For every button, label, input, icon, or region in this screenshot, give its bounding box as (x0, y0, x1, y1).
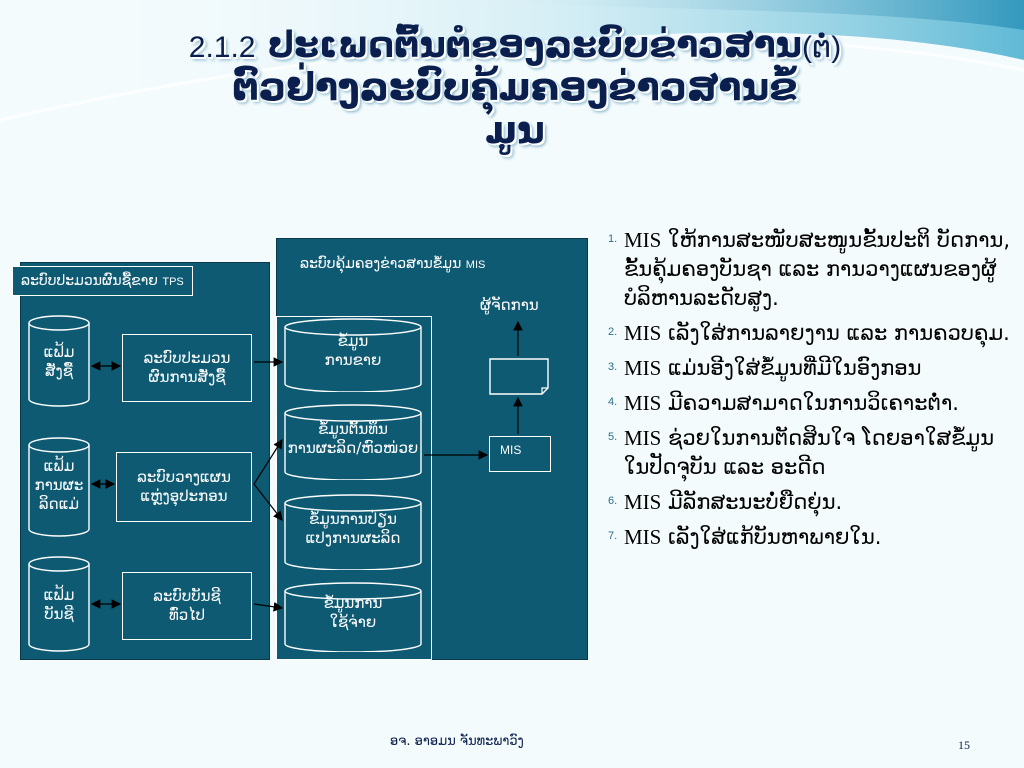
list-item: 4. MIS ມີຄວາມສາມາດໃນການວິເຄາະຕໍ່າ. (606, 389, 1016, 418)
title-line1: ປະເພດຕົ້ນຕໍຂອງລະບົບຂ່າວສານ (268, 25, 802, 66)
file-cylinder-production: ແຟ້ມ ການຜະ ລິດແມ່ (28, 437, 90, 537)
tps-abbr: TPS (162, 276, 184, 288)
mis-data-label: ຂໍ້ມູນການປ່ຽນ ແປງການຜະລິດ (305, 510, 401, 547)
tps-label: ລະບົບປະມວນຜົນຊື້ຂາຍ TPS (12, 266, 193, 296)
mis-characteristics-list: 1. MIS ໃຫ້ການສະໜັບສະໜູນຂັ້ນປະຕິ ບັດການ, ຂ… (606, 226, 1016, 558)
file-cylinder-accounts: ແຟ້ມ ບັນຊີ (28, 556, 90, 652)
mis-data-label: ຂໍ້ມູນ ການຂາຍ (324, 332, 382, 369)
file-label: ແຟ້ມ ບັນຊີ (43, 586, 75, 623)
list-text: ຊ່ວຍໃນການຕັດສິນໃຈ ໂດຍອາໃສຂໍ້ມູນໃນປັດຈຸບັ… (624, 425, 995, 479)
file-cylinder-orders: ແຟ້ມ ສັ່ງຊື້ (28, 315, 90, 407)
page-number: 15 (958, 738, 970, 752)
mis-data-expenses: ຂໍ້ມູນການ ໃຊ້ຈ່າຍ (284, 582, 422, 652)
list-abbr: MIS (624, 390, 662, 415)
list-item: 2. MIS ເລັງໃສ່ການລາຍງານ ແລະ ການຄວບຄຸມ. (606, 319, 1016, 348)
list-abbr: MIS (624, 425, 662, 450)
slide-title: 2.1.2 ປະເພດຕົ້ນຕໍຂອງລະບົບຂ່າວສານ(ຕໍ່) ຕົ… (20, 25, 1010, 152)
mis-process-label: MIS (500, 443, 522, 457)
list-text: ແມ່ນອີງໃສ່ຂໍ້ມູນທີ່ມີໃນອົງກອນ (661, 355, 922, 380)
list-item: 7. MIS ເລັງໃສ່ແກ້ບັນຫາພາຍໃນ. (606, 523, 1016, 552)
mis-data-production-change: ຂໍ້ມູນການປ່ຽນ ແປງການຜະລິດ (284, 494, 422, 570)
list-abbr: MIS (624, 489, 662, 514)
list-abbr: MIS (624, 320, 662, 345)
list-text: ມີລັກສະນະບໍ່ຍືດຍຸ່ນ. (661, 489, 843, 514)
tps-box-resource-planning: ລະບົບວາງແຜນ ແຫຼ່ງອຸປະກອນ (116, 452, 252, 522)
list-number: 5. (608, 430, 618, 443)
list-text: ມີຄວາມສາມາດໃນການວິເຄາະຕໍ່າ. (661, 390, 959, 415)
author-footer: ອຈ. ອາອມນ ຈັນທະພາວົງ (390, 734, 524, 749)
manager-label: ຜູ້ຈັດການ (480, 296, 539, 314)
list-number: 1. (608, 233, 618, 245)
mis-data-sales: ຂໍ້ມູນ ການຂາຍ (284, 318, 422, 392)
list-number: 7. (608, 529, 618, 542)
list-text: ເລັງໃສ່ການລາຍງານ ແລະ ການຄວບຄຸມ. (661, 320, 1010, 345)
title-line3: ມູນ (485, 107, 545, 152)
tps-label-text: ລະບົບປະມວນຜົນຊື້ຂາຍ (21, 273, 158, 289)
tps-box-order-processing: ລະບົບປະມວນ ຜົນການສັ່ງຊື້ (122, 334, 252, 402)
list-number: 2. (608, 325, 618, 338)
list-text: ໃຫ້ການສະໜັບສະໜູນຂັ້ນປະຕິ ບັດການ, ຂັ້ນຄຸ້… (624, 228, 1011, 310)
file-label: ແຟ້ມ ການຜະ ລິດແມ່ (34, 457, 84, 513)
tps-box-general-ledger: ລະບົບບັນຊີ ທົ່ວໄປ (122, 572, 252, 640)
list-item: 6. MIS ມີລັກສະນະບໍ່ຍືດຍຸ່ນ. (606, 488, 1016, 517)
list-item: 1. MIS ໃຫ້ການສະໜັບສະໜູນຂັ້ນປະຕິ ບັດການ, ຂ… (606, 226, 1016, 313)
mis-header: ລະບົບຄຸ້ມຄອງຂ່າວສານຂໍ້ມູນ MIS (300, 256, 485, 272)
list-item: 5. MIS ຊ່ວຍໃນການຕັດສິນໃຈ ໂດຍອາໃສຂໍ້ມູນໃນປ… (606, 424, 1016, 482)
list-text: ເລັງໃສ່ແກ້ບັນຫາພາຍໃນ. (661, 524, 882, 549)
list-abbr: MIS (624, 355, 662, 380)
mis-data-label: ຂໍ້ມູນຕົ້ນທຶນ ການຜະລິດ/ຫົວໜ່ວຍ (287, 420, 419, 457)
mis-process-box: MIS (489, 436, 551, 472)
list-abbr: MIS (624, 228, 662, 252)
mis-header-abbr: MIS (465, 259, 486, 271)
list-number: 6. (608, 494, 618, 507)
file-label: ແຟ້ມ ສັ່ງຊື້ (43, 343, 75, 380)
title-line2: ຕົວຢ່າງລະບົບຄຸ້ມຄອງຂ່າວສານຂໍ້ (232, 65, 798, 110)
title-paren: (ຕໍ່) (801, 31, 842, 64)
list-item: 3. MIS ແມ່ນອີງໃສ່ຂໍ້ມູນທີ່ມີໃນອົງກອນ (606, 354, 1016, 383)
mis-header-text: ລະບົບຄຸ້ມຄອງຂ່າວສານຂໍ້ມູນ (300, 256, 462, 272)
list-number: 3. (608, 360, 618, 373)
report-document-icon (489, 358, 549, 395)
mis-data-unit-cost: ຂໍ້ມູນຕົ້ນທຶນ ການຜະລິດ/ຫົວໜ່ວຍ (284, 404, 422, 480)
list-number: 4. (608, 395, 618, 408)
mis-data-label: ຂໍ້ມູນການ ໃຊ້ຈ່າຍ (323, 594, 383, 631)
title-number: 2.1.2 (188, 31, 256, 64)
list-abbr: MIS (624, 524, 662, 549)
